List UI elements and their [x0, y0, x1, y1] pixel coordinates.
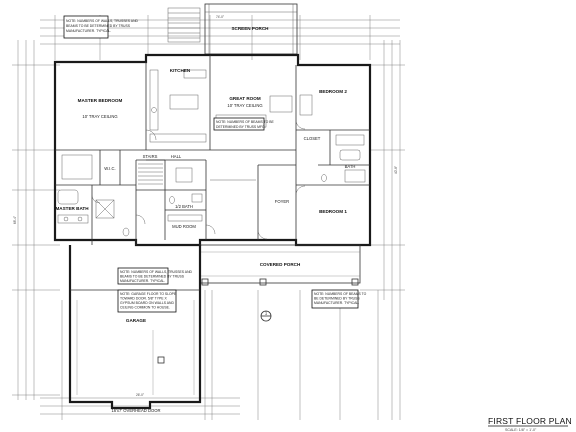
note-box-great-room: NOTE: NUMBERS OF BEAMS TO BE DETERMINED …: [213, 117, 274, 131]
garage: GARAGE 16'x7' OVERHEAD DOOR: [68, 245, 202, 413]
svg-text:MANUFACTURER. TYPICAL.: MANUFACTURER. TYPICAL.: [314, 301, 359, 305]
svg-text:GYPSUM BOARD ON WALLS AND: GYPSUM BOARD ON WALLS AND: [120, 301, 174, 305]
bedroom-bath-fixtures: [299, 94, 366, 183]
door-swings: [91, 119, 306, 240]
master-bath-fixtures: [57, 154, 130, 237]
svg-text:NOTE: GARAGE FLOOR TO SLOPE: NOTE: GARAGE FLOOR TO SLOPE: [120, 292, 177, 296]
half-bath-fixtures: [167, 167, 203, 222]
svg-text:NOTE: NUMBERS OF BEAMS TO BE: NOTE: NUMBERS OF BEAMS TO BE: [216, 120, 274, 124]
room-master-bath: MASTER BATH: [55, 206, 89, 211]
svg-text:MANUFACTURER. TYPICAL.: MANUFACTURER. TYPICAL.: [120, 279, 165, 283]
note-box-garage-2: NOTE: GARAGE FLOOR TO SLOPE TOWARD DOOR.…: [117, 289, 177, 313]
master-bedroom-ceiling: 10' TRAY CEILING: [82, 114, 117, 119]
covered-porch: COVERED PORCH: [199, 244, 361, 286]
svg-text:BEAMS TO BE DETERMINED BY TRUS: BEAMS TO BE DETERMINED BY TRUSS: [120, 275, 185, 279]
note-box-garage-1: NOTE: NUMBERS OF WALLS, TRUSSES AND BEAM…: [117, 267, 193, 285]
room-kitchen: KITCHEN: [170, 68, 191, 73]
room-covered-porch: COVERED PORCH: [260, 262, 301, 267]
svg-text:NOTE: NUMBERS OF BEAMS TO: NOTE: NUMBERS OF BEAMS TO: [314, 292, 367, 296]
room-garage: GARAGE: [126, 318, 146, 323]
svg-text:1: 1: [265, 311, 268, 316]
plan-title: FIRST FLOOR PLAN: [488, 416, 572, 426]
room-foyer: FOYER: [275, 199, 289, 204]
room-labels: MASTER BEDROOM 10' TRAY CEILING KITCHEN …: [55, 68, 355, 229]
great-room-features: [210, 95, 293, 181]
title-block: FIRST FLOOR PLAN SCALE: 1/8" = 1'-0": [488, 416, 572, 432]
interior-walls: [55, 55, 370, 245]
room-stairs: STAIRS: [143, 154, 158, 159]
svg-text:MANUFACTURER. TYPICAL.: MANUFACTURER. TYPICAL.: [66, 29, 111, 33]
note-box-top-left: NOTE: NUMBERS OF WALLS, TRUSSES AND BEAM…: [63, 15, 139, 39]
room-bath: BATH: [345, 164, 356, 169]
svg-text:BEAMS TO BE DETERMINED BY TRUS: BEAMS TO BE DETERMINED BY TRUSS: [66, 24, 131, 28]
room-wic: W.I.C.: [104, 166, 115, 171]
room-bedroom-2: BEDROOM 2: [319, 89, 347, 94]
dim-left-overall: 68'-4": [13, 216, 17, 224]
svg-text:BE DETERMINED BY TRUSS: BE DETERMINED BY TRUSS: [314, 297, 360, 301]
screen-porch: SCREEN PORCH: [204, 3, 298, 55]
svg-text:CEILING COMMON TO HOUSE.: CEILING COMMON TO HOUSE.: [120, 306, 170, 310]
great-room-ceiling: 10' TRAY CEILING: [227, 103, 262, 108]
stairs-treads: [138, 163, 163, 185]
room-half-bath: 1/2 BATH: [175, 204, 193, 209]
kitchen-fixtures: [149, 69, 207, 143]
svg-text:NOTE: NUMBERS OF WALLS, TRUSSE: NOTE: NUMBERS OF WALLS, TRUSSES AND: [66, 19, 139, 23]
screen-porch-label: SCREEN PORCH: [231, 26, 269, 31]
room-hall: HALL: [171, 154, 182, 159]
svg-text:TOWARD DOOR. 5/8" TYPE X: TOWARD DOOR. 5/8" TYPE X: [120, 297, 167, 301]
room-master-bedroom: MASTER BEDROOM: [78, 98, 123, 103]
dim-top-overall: 74'-0": [216, 15, 224, 19]
svg-text:NOTE: NUMBERS OF WALLS, TRUSSE: NOTE: NUMBERS OF WALLS, TRUSSES AND: [120, 270, 193, 274]
room-closet: CLOSET: [304, 136, 321, 141]
room-great-room: GREAT ROOM: [229, 96, 260, 101]
room-bedroom-1: BEDROOM 1: [319, 209, 347, 214]
note-box-porch: NOTE: NUMBERS OF BEAMS TO BE DETERMINED …: [311, 289, 367, 309]
dim-bottom-garage: 26'-0": [136, 393, 144, 397]
dim-right-overall: 40'-8": [394, 166, 398, 174]
svg-text:DETERMINED BY TRUSS MFG.: DETERMINED BY TRUSS MFG.: [216, 125, 266, 129]
section-marker: 1: [260, 311, 272, 322]
room-mud-room: MUD ROOM: [172, 224, 196, 229]
dimension-lines: 74'-0" 68'-4" 40'-8" 26'-0": [12, 15, 405, 420]
porch-stairs: [167, 7, 201, 43]
plan-scale: SCALE: 1/8" = 1'-0": [505, 428, 537, 432]
garage-door-label: 16'x7' OVERHEAD DOOR: [111, 408, 160, 413]
